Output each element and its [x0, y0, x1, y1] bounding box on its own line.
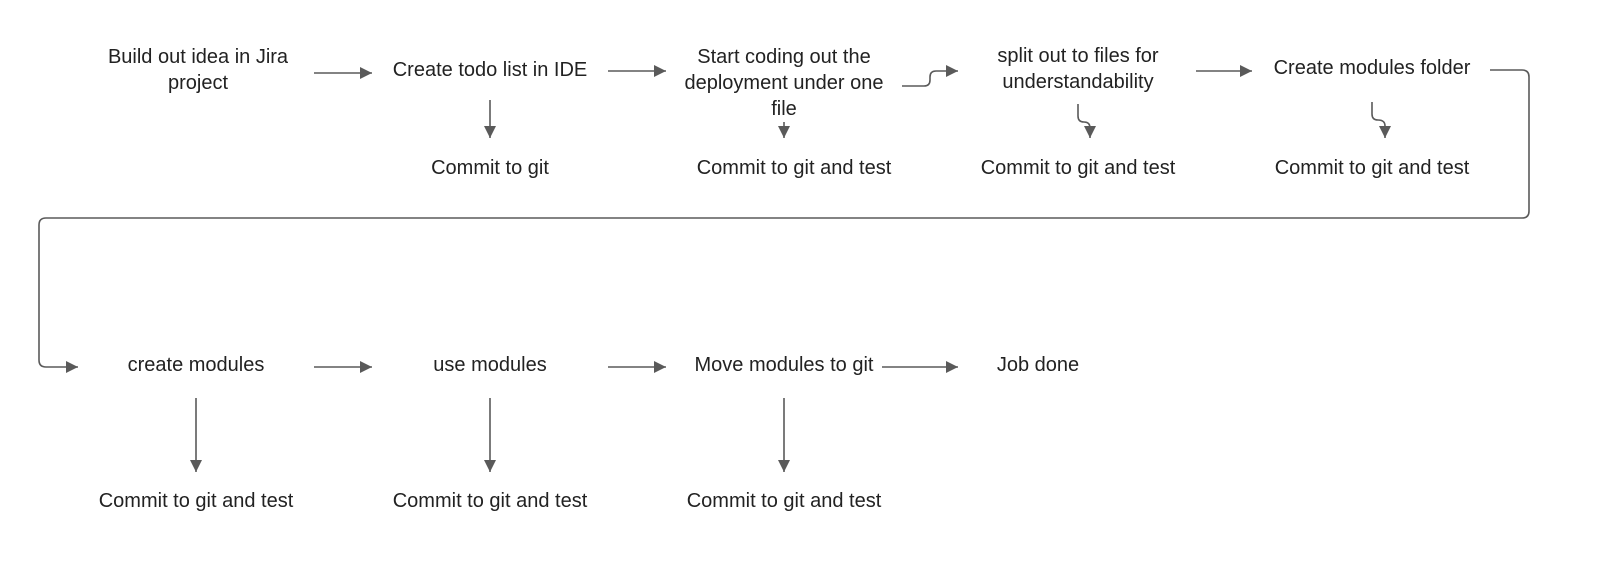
commit-coding: Commit to git and test [696, 157, 892, 179]
commit-use: Commit to git and test [392, 490, 588, 512]
commit-move: Commit to git and test [686, 490, 882, 512]
commit-todo: Commit to git [431, 157, 549, 179]
arrow-folder-to-create [38, 69, 1530, 373]
arrow-split-to-commit [1077, 104, 1096, 138]
step-create-modules: create modules [127, 354, 265, 376]
step-use-modules: use modules [433, 354, 547, 376]
commit-create: Commit to git and test [98, 490, 294, 512]
arrow-folder-to-commit [1371, 102, 1391, 138]
commit-split: Commit to git and test [980, 157, 1176, 179]
step-split-files: split out to files for understandability [997, 45, 1159, 93]
commit-folder: Commit to git and test [1274, 157, 1470, 179]
step-job-done: Job done [996, 354, 1080, 376]
step-todo-list: Create todo list in IDE [392, 59, 588, 81]
arrow-coding-to-split [902, 65, 958, 87]
step-modules-folder: Create modules folder [1273, 57, 1471, 79]
step-build-idea: Build out idea in Jira project [107, 46, 289, 94]
step-start-coding: Start coding out the deployment under on… [684, 46, 884, 120]
step-move-modules: Move modules to git [694, 354, 874, 376]
